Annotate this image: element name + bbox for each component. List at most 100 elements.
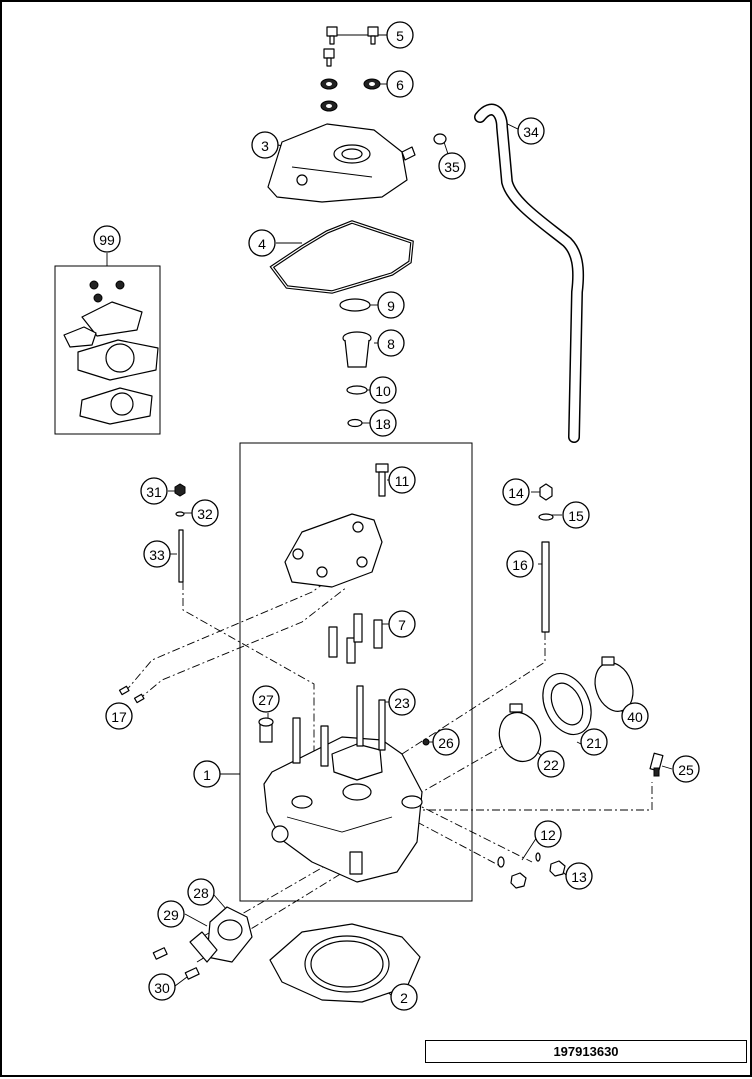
callout-label: 23 [394, 695, 410, 711]
callout-label: 21 [586, 735, 602, 751]
callout-circle [157, 900, 185, 928]
callout-label: 33 [149, 547, 165, 563]
callout-circle [193, 760, 221, 788]
callout-5: 5 [386, 21, 414, 49]
callout-17: 17 [105, 702, 133, 730]
callout-15: 15 [562, 501, 590, 529]
callout-label: 4 [258, 236, 266, 252]
callout-label: 15 [568, 508, 584, 524]
callout-circle [148, 973, 176, 1001]
callout-label: 25 [678, 762, 694, 778]
drawing-number: 197913630 [553, 1044, 619, 1059]
callout-label: 12 [540, 827, 556, 843]
callout-circle [377, 329, 405, 357]
valve-cover-gasket [269, 220, 414, 294]
callout-circle [390, 983, 418, 1011]
callout-circle [432, 728, 460, 756]
callout-label: 26 [438, 735, 454, 751]
callout-28: 28 [187, 878, 215, 906]
callout-12: 12 [534, 820, 562, 848]
head-gasket [269, 923, 421, 1003]
callout-label: 30 [154, 980, 170, 996]
right-stud [538, 483, 554, 633]
callout-label: 9 [387, 298, 395, 314]
callout-circle [140, 477, 168, 505]
callout-99: 99 [93, 225, 121, 253]
callout-circle [534, 820, 562, 848]
callout-18: 18 [369, 409, 397, 437]
callout-23: 23 [388, 688, 416, 716]
callout-circle [248, 229, 276, 257]
assembly-lines [124, 573, 653, 963]
callout-circle [621, 702, 649, 730]
callout-circle [105, 702, 133, 730]
callout-32: 32 [191, 499, 219, 527]
valve-cover-bolts [320, 26, 381, 112]
callout-label: 6 [396, 77, 404, 93]
left-stud [174, 483, 186, 583]
callout-circle [93, 225, 121, 253]
camshaft-bearing-bridge [284, 513, 383, 588]
callout-label: 35 [444, 159, 460, 175]
callout-11: 11 [388, 466, 416, 494]
callout-label: 13 [571, 869, 587, 885]
callout-label: 34 [523, 124, 539, 140]
drain-plug [497, 852, 566, 889]
leader-lines [168, 34, 673, 997]
callout-label: 29 [163, 907, 179, 923]
callout-3: 3 [251, 131, 279, 159]
cylinder-head [259, 685, 423, 883]
callout-6: 6 [386, 70, 414, 98]
callout-label: 99 [99, 232, 115, 248]
small-bolts [118, 685, 145, 704]
callout-4: 4 [248, 229, 276, 257]
callout-40: 40 [621, 702, 649, 730]
callout-circle [369, 409, 397, 437]
callout-circle [143, 540, 171, 568]
callout-circle [537, 750, 565, 778]
gasket-kit-box [54, 265, 161, 435]
camshaft-bolt [375, 463, 389, 497]
callout-label: 5 [396, 28, 404, 44]
callout-circle [377, 291, 405, 319]
callout-layer: 1234567891011121314151617182122232526272… [93, 21, 700, 1011]
callout-33: 33 [143, 540, 171, 568]
callout-circle [562, 501, 590, 529]
callout-label: 27 [258, 692, 274, 708]
drawing-number-box: 197913630 [425, 1040, 747, 1063]
callout-16: 16 [506, 550, 534, 578]
callout-label: 22 [543, 757, 559, 773]
small-plug [422, 738, 430, 746]
callout-circle [388, 610, 416, 638]
callout-29: 29 [157, 900, 185, 928]
callout-circle [386, 21, 414, 49]
callout-label: 11 [395, 473, 410, 489]
spark-plug-tube [258, 717, 274, 727]
callout-21: 21 [580, 728, 608, 756]
callout-31: 31 [140, 477, 168, 505]
callout-label: 32 [197, 506, 213, 522]
callout-circle [388, 466, 416, 494]
callout-10: 10 [369, 376, 397, 404]
callout-circle [369, 376, 397, 404]
callout-13: 13 [565, 862, 593, 890]
callout-8: 8 [377, 329, 405, 357]
callout-circle [388, 688, 416, 716]
callout-2: 2 [390, 983, 418, 1011]
callout-14: 14 [502, 478, 530, 506]
gasket-kit-parts [63, 280, 159, 425]
callout-label: 1 [203, 767, 211, 783]
callout-label: 18 [375, 416, 391, 432]
callout-circle [252, 685, 280, 713]
callout-34: 34 [517, 117, 545, 145]
cylinder-head-group-box [239, 442, 473, 902]
callout-label: 40 [627, 709, 643, 725]
callout-circle [506, 550, 534, 578]
callout-circle [187, 878, 215, 906]
callout-label: 8 [387, 336, 395, 352]
temperature-sensor [649, 752, 664, 777]
callout-22: 22 [537, 750, 565, 778]
valve-cover [267, 123, 416, 203]
